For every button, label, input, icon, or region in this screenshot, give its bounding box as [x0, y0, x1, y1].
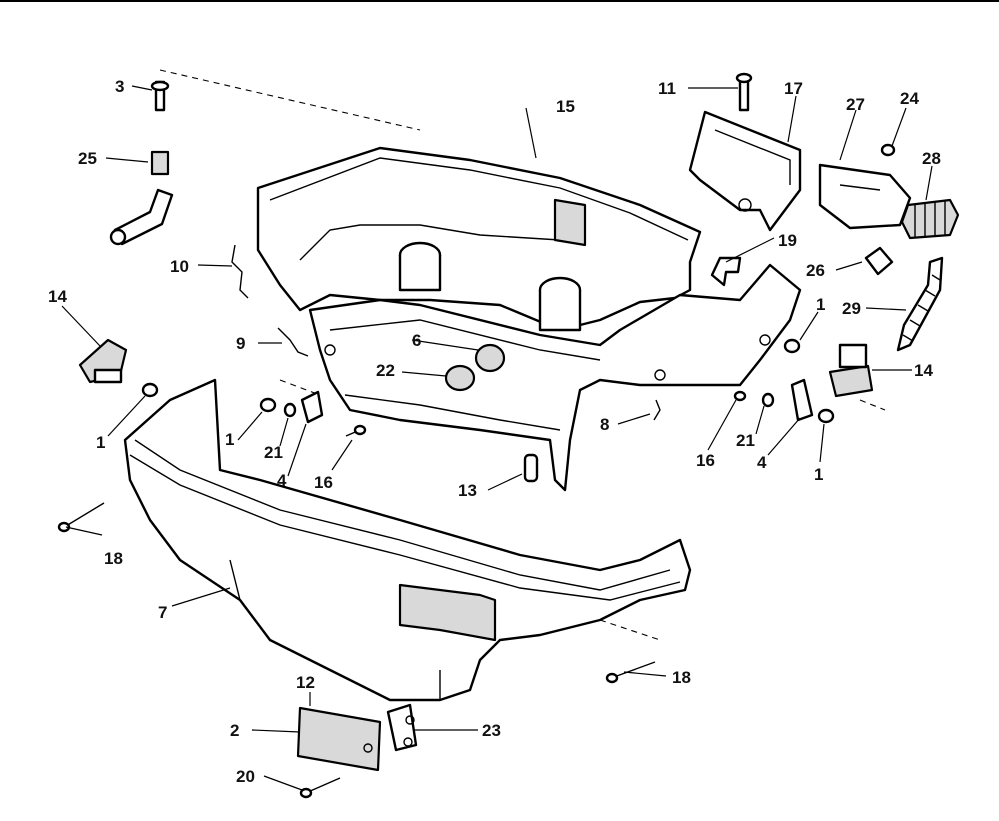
part-4-bracket-right — [790, 378, 814, 422]
callout-3: 3 — [115, 77, 124, 96]
callout-labels: 3 25 10 14 9 1 1 21 4 16 6 22 18 7 15 13… — [48, 77, 941, 786]
part-26-gasket — [864, 246, 894, 276]
part-22-washer — [444, 364, 476, 392]
callout-22: 22 — [376, 361, 395, 380]
callout-8: 8 — [600, 415, 609, 434]
part-29-cable — [896, 256, 944, 352]
part-27-cover — [818, 163, 912, 230]
part-17-bracket — [688, 110, 802, 232]
part-2-plate — [296, 706, 382, 772]
callout-14-right: 14 — [914, 361, 933, 380]
callout-11: 11 — [658, 79, 676, 98]
part-6-grommet — [474, 343, 506, 373]
part-21-washer-left — [283, 402, 297, 418]
callout-29: 29 — [842, 299, 861, 318]
hose — [109, 188, 174, 246]
top-border — [0, 0, 999, 2]
part-1-bushing-a — [141, 382, 159, 398]
part-16-screw-left — [345, 424, 367, 437]
part-18-screw-right — [605, 661, 656, 684]
callout-2: 2 — [230, 721, 239, 740]
callout-9: 9 — [236, 334, 245, 353]
callout-13: 13 — [458, 481, 477, 500]
callout-19: 19 — [778, 231, 797, 250]
part-16-screw-right — [733, 390, 747, 402]
callout-14-left: 14 — [48, 287, 67, 306]
part-20-screw — [299, 777, 341, 799]
callout-4-left: 4 — [277, 471, 287, 490]
callout-4-right: 4 — [757, 453, 767, 472]
callout-10: 10 — [170, 257, 189, 276]
part-24-screw — [880, 143, 896, 157]
part-23-latch — [386, 703, 418, 752]
callout-27: 27 — [846, 95, 865, 114]
part-14-latch-right — [828, 343, 874, 398]
callout-18-right: 18 — [672, 668, 691, 687]
callout-7: 7 — [158, 603, 167, 622]
part-1-bushing-c — [783, 338, 801, 354]
part-4-bracket-left — [300, 390, 324, 424]
part-25-grommet — [150, 150, 170, 176]
part-19-clip — [710, 256, 742, 287]
callout-26: 26 — [806, 261, 825, 280]
callout-1-d: 1 — [814, 465, 823, 484]
callout-21-left: 21 — [264, 443, 283, 462]
part-18-screw-left — [57, 502, 105, 533]
callout-12: 12 — [296, 673, 315, 692]
lower-cowl — [123, 378, 692, 702]
part-1-bushing-b — [259, 397, 277, 413]
part-9-clip — [277, 327, 309, 357]
callout-24: 24 — [900, 89, 919, 108]
callout-20: 20 — [236, 767, 255, 786]
part-14-latch-left — [78, 338, 128, 384]
part-10-clip — [231, 244, 249, 299]
callout-21-right: 21 — [736, 431, 755, 450]
callout-15: 15 — [556, 97, 575, 116]
callout-18-left: 18 — [104, 549, 123, 568]
part-11-bolt — [735, 72, 753, 112]
upper-housing — [256, 146, 702, 332]
upper-housing-frame — [308, 263, 802, 492]
part-28-boot — [900, 198, 960, 240]
part-8-spring — [653, 399, 661, 421]
part-21-washer-right — [761, 392, 775, 408]
callout-6: 6 — [412, 331, 421, 350]
part-13-clip — [523, 453, 539, 483]
callout-1-a: 1 — [96, 433, 105, 452]
leader-lines — [61, 85, 933, 791]
callout-28: 28 — [922, 149, 941, 168]
callout-16-left: 16 — [314, 473, 333, 492]
callout-1-b: 1 — [225, 430, 234, 449]
part-3-screw — [150, 80, 170, 112]
callout-17: 17 — [784, 79, 803, 98]
callout-25: 25 — [78, 149, 97, 168]
callout-23: 23 — [482, 721, 501, 740]
callout-1-c: 1 — [816, 295, 825, 314]
callout-16-right: 16 — [696, 451, 715, 470]
part-1-bushing-d — [817, 408, 835, 424]
